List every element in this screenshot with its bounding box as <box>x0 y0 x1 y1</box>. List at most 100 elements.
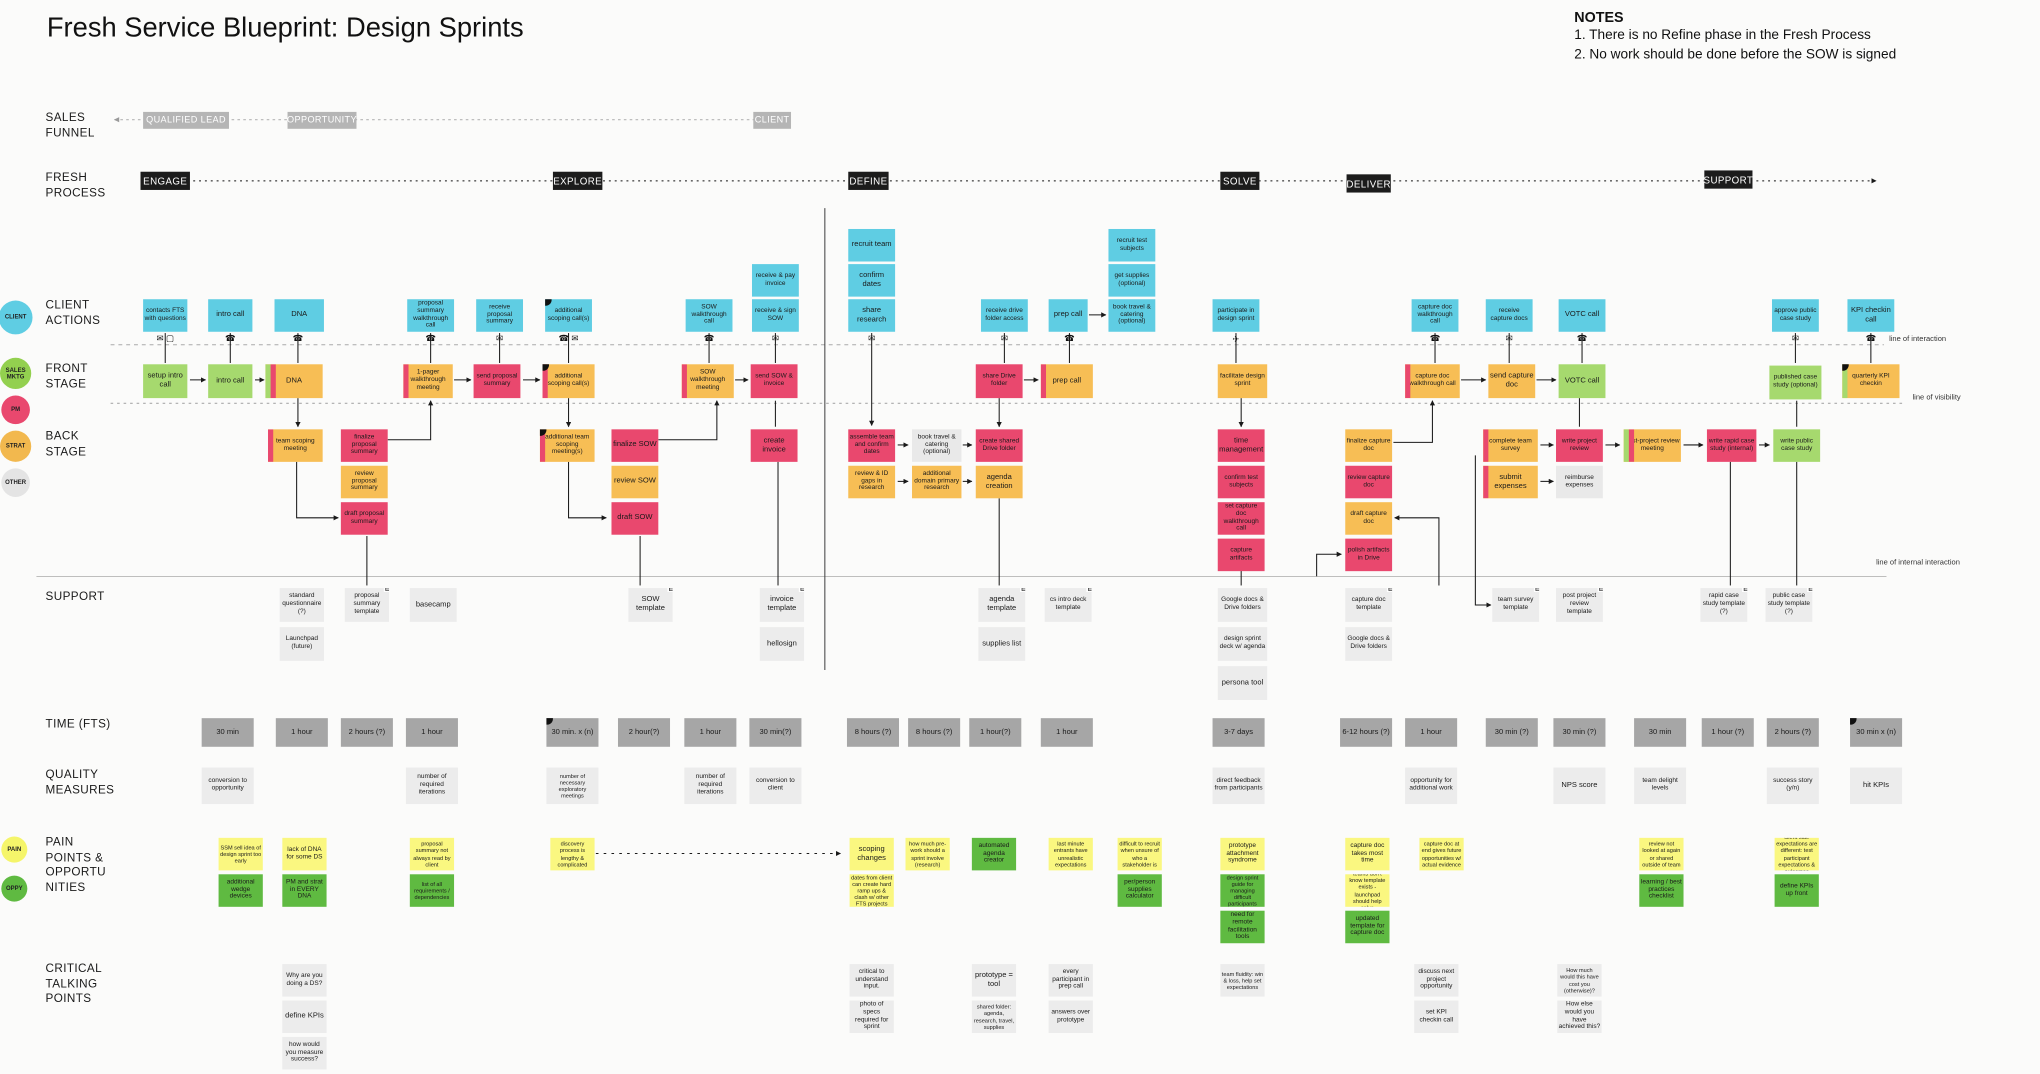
sticky-note-support[interactable]: Google docs & Drive folders <box>1345 627 1393 661</box>
sticky-note-client-actions[interactable]: recruit test subjects <box>1108 228 1156 262</box>
sticky-note-client-actions[interactable]: share research <box>848 299 896 332</box>
sticky-note-quality[interactable]: number of required iterations <box>684 767 737 805</box>
sticky-note-client-actions[interactable]: book travel & catering (optional) <box>1108 299 1156 332</box>
sticky-note-back-stage[interactable]: submit expenses <box>1483 465 1538 499</box>
sticky-note-client-actions[interactable]: VOTC call <box>1558 299 1606 332</box>
sticky-note-back-stage[interactable]: confirm test subjects <box>1217 465 1265 499</box>
sticky-note-pain-opportunities[interactable]: need for remote facilitation tools <box>1220 910 1265 944</box>
sticky-note-support[interactable]: hellosign <box>759 627 805 661</box>
sticky-note-back-stage[interactable]: polish artifacts in Drive <box>1345 538 1393 572</box>
sticky-note-client-actions[interactable]: get supplies (optional) <box>1108 264 1156 297</box>
sticky-note-client-actions[interactable]: capture doc walkthrough call <box>1411 299 1459 332</box>
sticky-note-support[interactable]: agenda template▤ <box>978 588 1026 622</box>
sticky-note-back-stage[interactable]: assemble team and confirm dates <box>848 429 896 462</box>
sticky-note-client-actions[interactable]: receive & pay invoice <box>751 264 799 297</box>
sticky-note-client-actions[interactable]: proposal summary walkthrough call <box>407 299 455 332</box>
process-stage-chip[interactable]: SUPPORT <box>1704 170 1753 189</box>
sticky-note-back-stage[interactable]: set capture doc walkthrough call <box>1217 502 1265 535</box>
sticky-note-pain-opportunities[interactable]: PM and strat in EVERY DNA <box>282 874 327 907</box>
sticky-note-critical-talking-points[interactable]: How else would you have achieved this? <box>1557 1000 1602 1034</box>
sticky-note-front-stage[interactable]: quarterly KPI checkin <box>1842 364 1900 399</box>
sticky-note-client-actions[interactable]: intro call <box>208 299 253 332</box>
sticky-note-back-stage[interactable]: review SOW <box>611 465 659 499</box>
sticky-note-front-stage[interactable]: DNA <box>265 364 323 399</box>
sticky-note-pain-opportunities[interactable]: capture doc takes most time <box>1345 837 1390 871</box>
sticky-note-front-stage[interactable]: capture doc walkthrough call <box>1405 364 1460 399</box>
sticky-note-time[interactable]: 30 min (?) <box>1485 718 1538 747</box>
sticky-note-support[interactable]: SOW template▤ <box>628 588 673 622</box>
sticky-note-support[interactable]: standard questionnaire (?) <box>279 588 324 622</box>
sticky-note-time[interactable]: 2 hour(?) <box>617 718 671 747</box>
sticky-note-client-actions[interactable]: receive capture docs <box>1485 299 1533 332</box>
sticky-note-pain-opportunities[interactable]: automated agenda creator <box>971 837 1017 871</box>
sticky-note-pain-opportunities[interactable]: learning / best practices checklist <box>1639 874 1684 907</box>
sticky-note-client-actions[interactable]: KPI checkin call <box>1847 299 1895 332</box>
sticky-note-client-actions[interactable]: additional scoping call(s) <box>545 299 592 332</box>
sticky-note-time[interactable]: 30 min <box>1634 718 1687 747</box>
sticky-note-back-stage[interactable]: create invoice <box>750 429 798 462</box>
sticky-note-client-actions[interactable]: prep call <box>1048 299 1088 332</box>
sticky-note-back-stage[interactable]: post-project review meeting <box>1623 429 1681 462</box>
sticky-note-critical-talking-points[interactable]: prototype = tool <box>971 964 1017 997</box>
sticky-note-time[interactable]: 8 hours (?) <box>908 718 961 747</box>
sticky-note-support[interactable]: team survey template▤ <box>1492 588 1540 622</box>
sticky-note-client-actions[interactable]: confirm dates <box>848 264 896 297</box>
sticky-note-front-stage[interactable]: setup intro call <box>143 364 188 399</box>
sticky-note-support[interactable]: cs intro deck template▤ <box>1044 588 1092 622</box>
sticky-note-back-stage[interactable]: book travel & catering (optional) <box>912 429 962 462</box>
sticky-note-time[interactable]: 8 hours (?) <box>846 718 900 747</box>
sticky-note-pain-opportunities[interactable]: lack of DNA for some DS <box>282 837 327 871</box>
sticky-note-support[interactable]: post project review template▤ <box>1556 588 1603 622</box>
sticky-note-pain-opportunities[interactable]: prototype attachment syndrome <box>1220 837 1265 871</box>
sticky-note-back-stage[interactable]: finalize SOW <box>611 429 659 462</box>
sticky-note-client-actions[interactable]: contacts FTS with questions <box>143 299 188 332</box>
sticky-note-pain-opportunities[interactable]: proposal summary not always read by clie… <box>409 837 455 871</box>
sticky-note-back-stage[interactable]: additional team scoping meeting(s) <box>539 429 595 462</box>
sticky-note-critical-talking-points[interactable]: every participant in prep call <box>1048 964 1093 997</box>
sticky-note-client-actions[interactable]: approve public case study <box>1771 299 1819 332</box>
sticky-note-time[interactable]: 30 min x (n) <box>1850 718 1903 747</box>
sticky-note-front-stage[interactable]: send capture doc <box>1488 364 1536 399</box>
sticky-note-back-stage[interactable]: agenda creation <box>975 465 1023 499</box>
sticky-note-back-stage[interactable]: time management <box>1217 429 1265 462</box>
sticky-note-time[interactable]: 2 hours (?) <box>1766 718 1819 747</box>
process-stage-chip[interactable]: DEFINE <box>848 171 889 190</box>
sticky-note-time[interactable]: 30 min(?) <box>749 718 802 747</box>
sticky-note-back-stage[interactable]: reimburse expenses <box>1556 465 1603 499</box>
sticky-note-back-stage[interactable]: additional domain primary research <box>912 465 962 499</box>
sticky-note-time[interactable]: 1 hour <box>1405 718 1458 747</box>
sticky-note-time[interactable]: 1 hour <box>405 718 458 747</box>
sticky-note-back-stage[interactable]: complete team survey <box>1483 429 1538 462</box>
sticky-note-pain-opportunities[interactable]: capture doc at end gives future opportun… <box>1419 837 1464 871</box>
sticky-note-client-actions[interactable]: participate in design sprint <box>1212 299 1260 332</box>
sticky-note-critical-talking-points[interactable]: team fluidity: win & loss, help set expe… <box>1220 964 1265 997</box>
process-stage-chip[interactable]: ENGAGE <box>140 171 190 190</box>
sticky-note-support[interactable]: proposal summary template▤ <box>344 588 390 622</box>
sticky-note-client-actions[interactable]: receive & sign SOW <box>751 299 799 332</box>
sticky-note-client-actions[interactable]: receive drive folder access <box>980 299 1028 332</box>
sticky-note-critical-talking-points[interactable]: answers over prototype <box>1048 1000 1093 1034</box>
sticky-note-back-stage[interactable]: draft capture doc <box>1345 502 1393 535</box>
sticky-note-time[interactable]: 1 hour (?) <box>1701 718 1754 747</box>
process-stage-chip[interactable]: DELIVER <box>1346 174 1391 193</box>
sticky-note-critical-talking-points[interactable]: how would you measure success? <box>282 1036 327 1070</box>
process-stage-chip[interactable]: SOLVE <box>1220 171 1260 190</box>
sticky-note-critical-talking-points[interactable]: Why are you doing a DS? <box>282 964 327 997</box>
sticky-note-pain-opportunities[interactable]: how much pre-work should a sprint involv… <box>905 837 950 871</box>
sticky-note-support[interactable]: supplies list <box>978 627 1026 661</box>
sticky-note-pain-opportunities[interactable]: additional wedge devices <box>218 874 263 907</box>
sticky-note-back-stage[interactable]: create shared Drive folder <box>975 429 1023 462</box>
sticky-note-time[interactable]: 2 hours (?) <box>340 718 393 747</box>
sticky-note-time[interactable]: 30 min. x (n) <box>546 718 599 747</box>
sticky-note-pain-opportunities[interactable]: difficult to recruit when unsure of who … <box>1117 837 1162 871</box>
sticky-note-quality[interactable]: success story (y/n) <box>1766 767 1819 805</box>
sticky-note-quality[interactable]: number of required iterations <box>405 767 458 805</box>
sticky-note-time[interactable]: 1 hour <box>275 718 328 747</box>
sticky-note-pain-opportunities[interactable]: updated template for capture doc <box>1345 910 1390 944</box>
sticky-note-time[interactable]: 30 min (?) <box>1553 718 1606 747</box>
sticky-note-support[interactable]: persona tool <box>1217 666 1268 700</box>
sticky-note-client-actions[interactable]: DNA <box>274 299 324 332</box>
sticky-note-back-stage[interactable]: review & ID gaps in research <box>848 465 896 499</box>
sticky-note-back-stage[interactable]: write public case study <box>1773 429 1821 462</box>
sticky-note-pain-opportunities[interactable]: SSM sell idea of design sprint too early <box>218 837 263 871</box>
